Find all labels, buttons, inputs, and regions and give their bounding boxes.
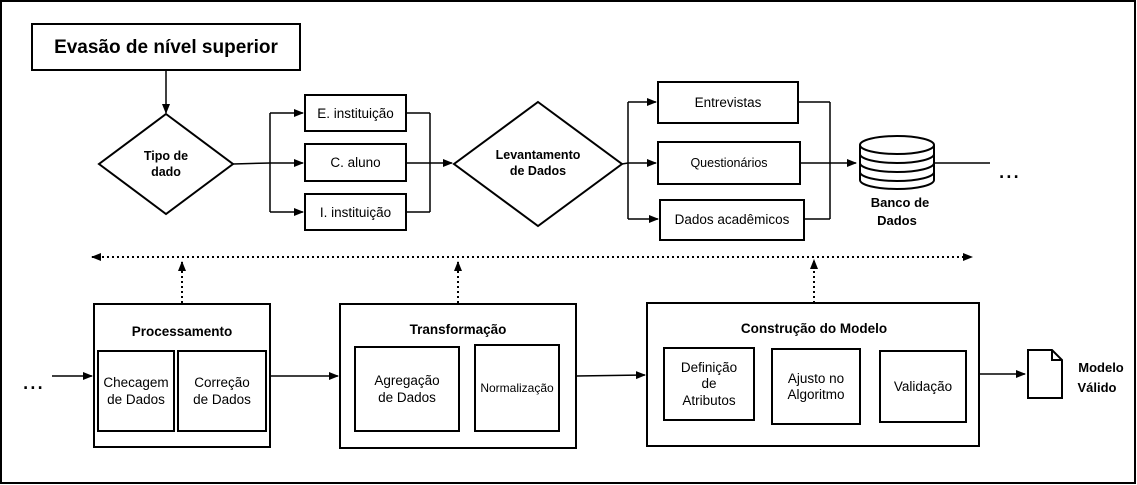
box-ajusto [771,348,861,425]
data-type-label: E. instituição [317,106,394,121]
box-label: de [701,376,716,391]
output-label-line2: Válido [1077,380,1116,395]
decision-levantamento [452,100,624,228]
box-label: Validação [894,379,952,394]
box-i-instituicao [304,193,407,231]
box-label: de Dados [193,392,251,407]
box-label: Correção [194,375,250,390]
stage-title: Processamento [132,324,233,339]
ellipsis-right: ... [998,154,1020,184]
arrow [575,371,646,380]
box-label: Agregação [374,373,439,388]
connector [232,162,271,165]
box-e-instituicao [304,94,407,132]
title-text: Evasão de nível superior [54,37,278,58]
source-label: Entrevistas [695,95,762,110]
data-type-label: C. aluno [330,155,380,170]
box-label: de Dados [107,392,165,407]
database-label-line2: Dados [877,213,917,228]
box-validacao [879,350,967,423]
ellipsis-left: ... [22,365,44,395]
box-label: de Dados [378,390,436,405]
box-checagem [97,350,175,432]
decision1-line2: dado [151,165,181,179]
connector [621,162,629,165]
source-label: Dados acadêmicos [675,212,790,227]
decision2-line2: de Dados [510,164,566,178]
data-type-label: I. instituição [320,205,391,220]
box-dados-academicos [659,199,805,241]
title-box [31,23,301,71]
box-label: Checagem [103,375,168,390]
box-agregacao [354,346,460,432]
box-label: Algoritmo [787,387,844,402]
box-label: Ajusto no [788,371,844,386]
decision2-line1: Levantamento [496,148,581,162]
box-entrevistas [657,81,799,124]
source-label: Questionários [690,156,767,170]
box-label: Normalização [480,381,554,395]
decision1-line1: Tipo de [144,149,188,163]
box-label: Definição [681,360,737,375]
database-label-line1: Banco de [871,195,930,210]
stage-title: Construção do Modelo [741,321,887,336]
box-c-aluno [304,143,407,182]
box-questionarios [657,141,801,185]
box-normalizacao [474,344,560,432]
box-correcao [177,350,267,432]
decision-tipo-de-dado [97,112,235,216]
database-icon [859,135,935,190]
box-definicao [663,347,755,421]
output-label-line1: Modelo [1078,360,1124,375]
stage-title: Transformação [410,322,507,337]
box-label: Atributos [682,393,736,408]
document-icon [1027,349,1063,399]
